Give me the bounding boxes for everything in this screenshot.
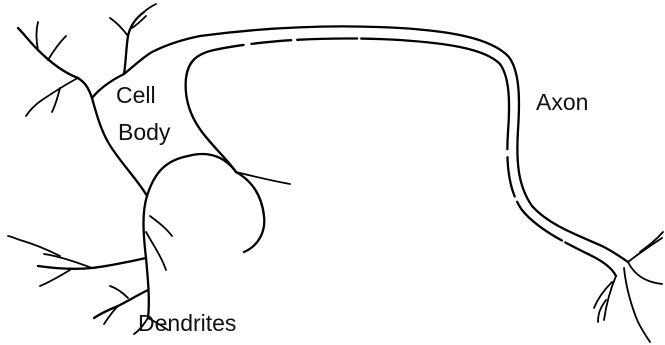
- cell-body-outline-left: [78, 78, 149, 318]
- dendrite-branch: [150, 216, 172, 236]
- axon-terminal-branch: [604, 276, 616, 320]
- cell-body: [78, 36, 236, 318]
- dendrite-branch: [144, 4, 156, 12]
- dendrites-label: Dendrites: [138, 310, 236, 336]
- dendrite-branch: [40, 270, 70, 286]
- dendrite-branch: [18, 28, 78, 78]
- dendrite-branch: [236, 172, 264, 252]
- axon-terminal-branch: [640, 232, 663, 252]
- axon-label: Axon: [536, 89, 588, 115]
- dendrite-branch: [37, 22, 39, 50]
- dendrite-branch: [110, 286, 128, 298]
- axon-terminal-branch: [628, 238, 662, 262]
- cell-body-label-line2: Body: [118, 119, 171, 145]
- cell-body-outline-inner: [147, 154, 236, 196]
- cell-body-label-line1: Cell: [116, 82, 156, 108]
- dendrite-hook: [236, 172, 290, 252]
- dendrite-branch: [44, 254, 92, 268]
- axon: [200, 26, 628, 276]
- dendrite-branch: [146, 232, 166, 270]
- axon-inner-line: [214, 38, 616, 276]
- dendrite-branch: [110, 18, 128, 36]
- dendrite-branch: [48, 36, 66, 60]
- dendrite-branch: [8, 236, 60, 256]
- axon-terminal-branch: [628, 262, 662, 284]
